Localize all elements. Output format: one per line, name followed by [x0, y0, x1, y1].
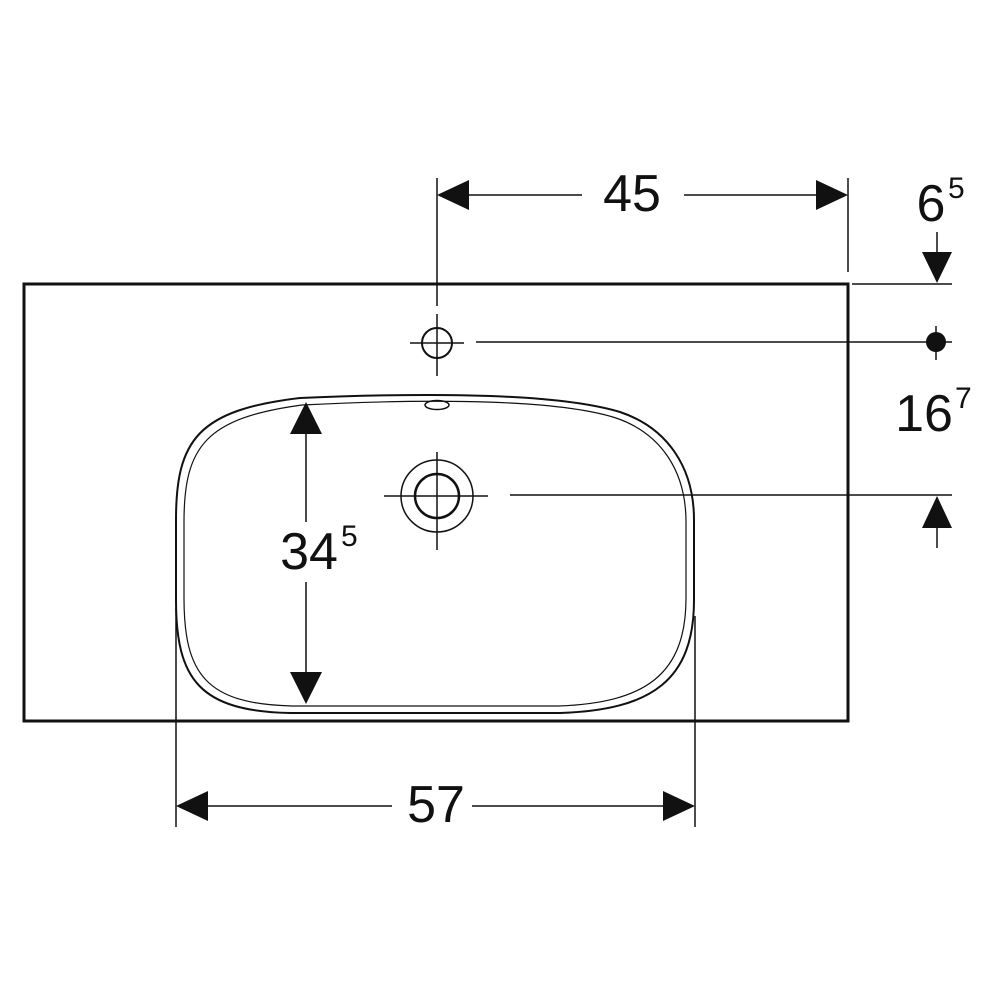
arrowhead-up — [922, 496, 952, 528]
dimension-label-hole-spacing: 16 — [895, 385, 953, 443]
arrowhead-down — [922, 252, 952, 283]
arrowhead-right — [663, 791, 695, 821]
arrowhead-down — [290, 672, 322, 704]
dimension-basin-width: 57 — [175, 608, 696, 834]
basin-outer-contour — [175, 393, 695, 714]
drain-outlet — [384, 452, 488, 550]
dimension-sup-basin-depth: 5 — [341, 520, 358, 553]
arrowhead-up — [290, 402, 322, 434]
arrowhead-left — [437, 180, 469, 210]
arrowhead-right — [816, 180, 848, 210]
overflow-slot — [424, 399, 450, 411]
dimension-top-width: 45 — [436, 165, 849, 306]
dimension-sup-hole-spacing: 7 — [955, 382, 972, 415]
dimension-top-offset: 6 5 — [852, 172, 965, 285]
dimension-label-top-offset: 6 — [917, 175, 946, 233]
dimension-label-basin-depth: 34 — [280, 523, 338, 581]
tap-hole — [410, 314, 464, 376]
dimension-sup-top-offset: 5 — [948, 172, 965, 205]
dimension-label-basin-width: 57 — [407, 776, 465, 834]
dimension-label-top-width: 45 — [603, 165, 661, 223]
dimension-basin-depth: 34 5 — [280, 402, 358, 704]
basin-inner-contour — [183, 400, 687, 707]
dimension-hole-spacing: 16 7 — [476, 326, 972, 548]
arrowhead-left — [176, 791, 208, 821]
countertop-outline — [22, 282, 850, 723]
